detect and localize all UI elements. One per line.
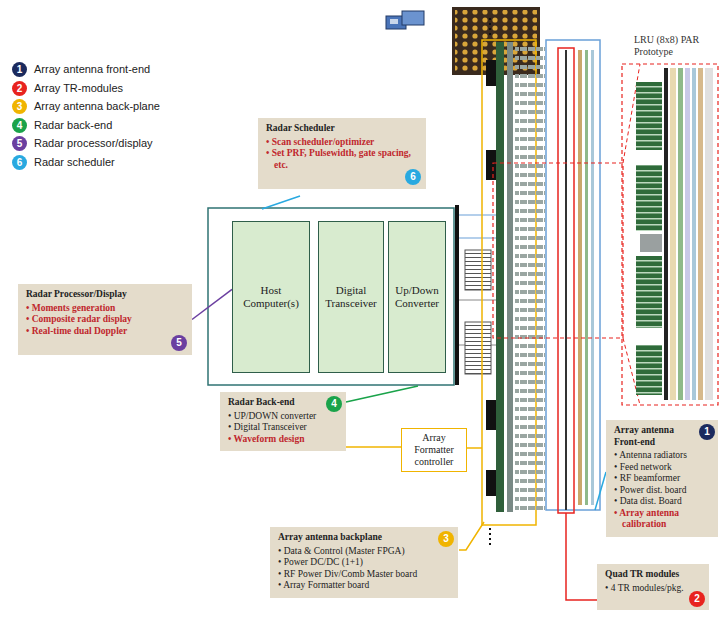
box-title: Radar Processor/Display xyxy=(26,289,186,301)
legend-text: Radar back-end xyxy=(34,119,112,131)
process-box: Digital Transceiver xyxy=(318,221,384,373)
callout-number: 1 xyxy=(699,424,715,440)
process-box: Up/Down Converter xyxy=(388,221,446,373)
callout-number: 4 xyxy=(12,118,27,133)
callout-number: 4 xyxy=(326,396,342,412)
box-text: Array Formatter controller xyxy=(405,432,463,468)
part-label: LRU (8x8) PAR Prototype xyxy=(634,34,716,58)
legend-row: Array TR-modules 2 xyxy=(12,81,123,96)
bullet-item: • Real-time dual Doppler xyxy=(26,326,186,338)
callout-number: 6 xyxy=(12,155,27,170)
box-title: Array antenna backplane xyxy=(278,532,452,544)
bullet-item: • Power dist. board xyxy=(614,485,712,497)
legend-row: Array antenna back-plane 3 xyxy=(12,99,160,114)
process-box: Array Formatter controller xyxy=(401,428,467,472)
box-text: Digital Transceiver xyxy=(321,284,381,310)
antenna-stack xyxy=(486,18,600,548)
bullet-item: • UP/DOWN converter xyxy=(228,411,340,423)
legend-row: Radar back-end 4 xyxy=(12,118,112,133)
box-title: Radar Scheduler xyxy=(266,123,420,135)
callout-number-text: 3 xyxy=(438,531,454,547)
callout-number-text: 2 xyxy=(689,591,705,607)
legend-text: Array TR-modules xyxy=(34,82,123,94)
box-text: Up/Down Converter xyxy=(391,284,443,310)
connector-line xyxy=(346,446,401,448)
callout-box: Array antenna backplane • Data & Control … xyxy=(270,527,458,598)
callout-box: Radar Back-end • UP/DOWN converter• Digit… xyxy=(220,392,346,451)
bullet-item: • Set PRF, Pulsewidth, gate spacing, etc… xyxy=(266,148,420,171)
bullet-item: • Waveform design xyxy=(228,434,340,446)
callout-number-text: 6 xyxy=(405,169,421,185)
bullet-item: • Digital Transceiver xyxy=(228,422,340,434)
callout-number: 2 xyxy=(12,81,27,96)
legend-text: Radar scheduler xyxy=(34,156,115,168)
callout-number: 5 xyxy=(171,335,187,351)
callout-number-text: 4 xyxy=(326,396,342,412)
rf-feed-lines xyxy=(455,205,497,385)
box-title: Array antenna Front-end xyxy=(614,425,712,448)
legend-row: Radar scheduler 6 xyxy=(12,155,115,170)
callout-number: 3 xyxy=(12,99,27,114)
callout-box: Array antenna Front-end • Antenna radiato… xyxy=(606,420,718,537)
legend-row: Radar processor/display 5 xyxy=(12,136,153,151)
bullet-item: • RF beamformer xyxy=(614,473,712,485)
host-group-outline xyxy=(208,208,454,385)
bullet-item: • Array antenna calibration xyxy=(614,508,712,531)
box-title: Quad TR modules xyxy=(605,569,703,581)
legend-text: Array antenna front-end xyxy=(34,63,150,75)
bullet-item: • Feed network xyxy=(614,462,712,474)
box-text: Host Computer(s) xyxy=(235,284,307,310)
bullet-item: • Array Formatter board xyxy=(278,580,452,592)
bullet-item: • Data dist. Board xyxy=(614,496,712,508)
callout-number: 2 xyxy=(689,591,705,607)
callout-number-text: 1 xyxy=(699,424,715,440)
process-box: Host Computer(s) xyxy=(232,221,310,373)
callout-number: 1 xyxy=(12,62,27,77)
bullet-item: • 4 TR modules/pkg. xyxy=(605,583,703,595)
callout-number: 5 xyxy=(12,136,27,151)
callout-box: Radar Scheduler • Scan scheduler/optimize… xyxy=(258,118,426,189)
callout-box: Quad TR modules • 4 TR modules/pkg.2 xyxy=(597,564,709,610)
bullet-item: • Moments generation xyxy=(26,303,186,315)
bullet-item: • Data & Control (Master FPGA) xyxy=(278,546,452,558)
connector-line xyxy=(192,289,232,319)
callout-number: 6 xyxy=(405,169,421,185)
bullet-item: • Antenna radiators xyxy=(614,450,712,462)
box-title: Radar Back-end xyxy=(228,397,340,409)
lru-zoom xyxy=(493,64,718,405)
bullet-item: • Scan scheduler/optimizer xyxy=(266,137,420,149)
callout-number: 3 xyxy=(438,531,454,547)
legend-text: Radar processor/display xyxy=(34,137,153,149)
bullet-item: • Composite radar display xyxy=(26,314,186,326)
bullet-item: • RF Power Div/Comb Master board xyxy=(278,569,452,581)
legend-text: Array antenna back-plane xyxy=(34,100,160,112)
callout-number-text: 5 xyxy=(171,335,187,351)
callout-box: Radar Processor/Display • Moments generat… xyxy=(18,284,192,355)
bullet-item: • Power DC/DC (1+1) xyxy=(278,557,452,569)
legend-row: Array antenna front-end 1 xyxy=(12,62,150,77)
